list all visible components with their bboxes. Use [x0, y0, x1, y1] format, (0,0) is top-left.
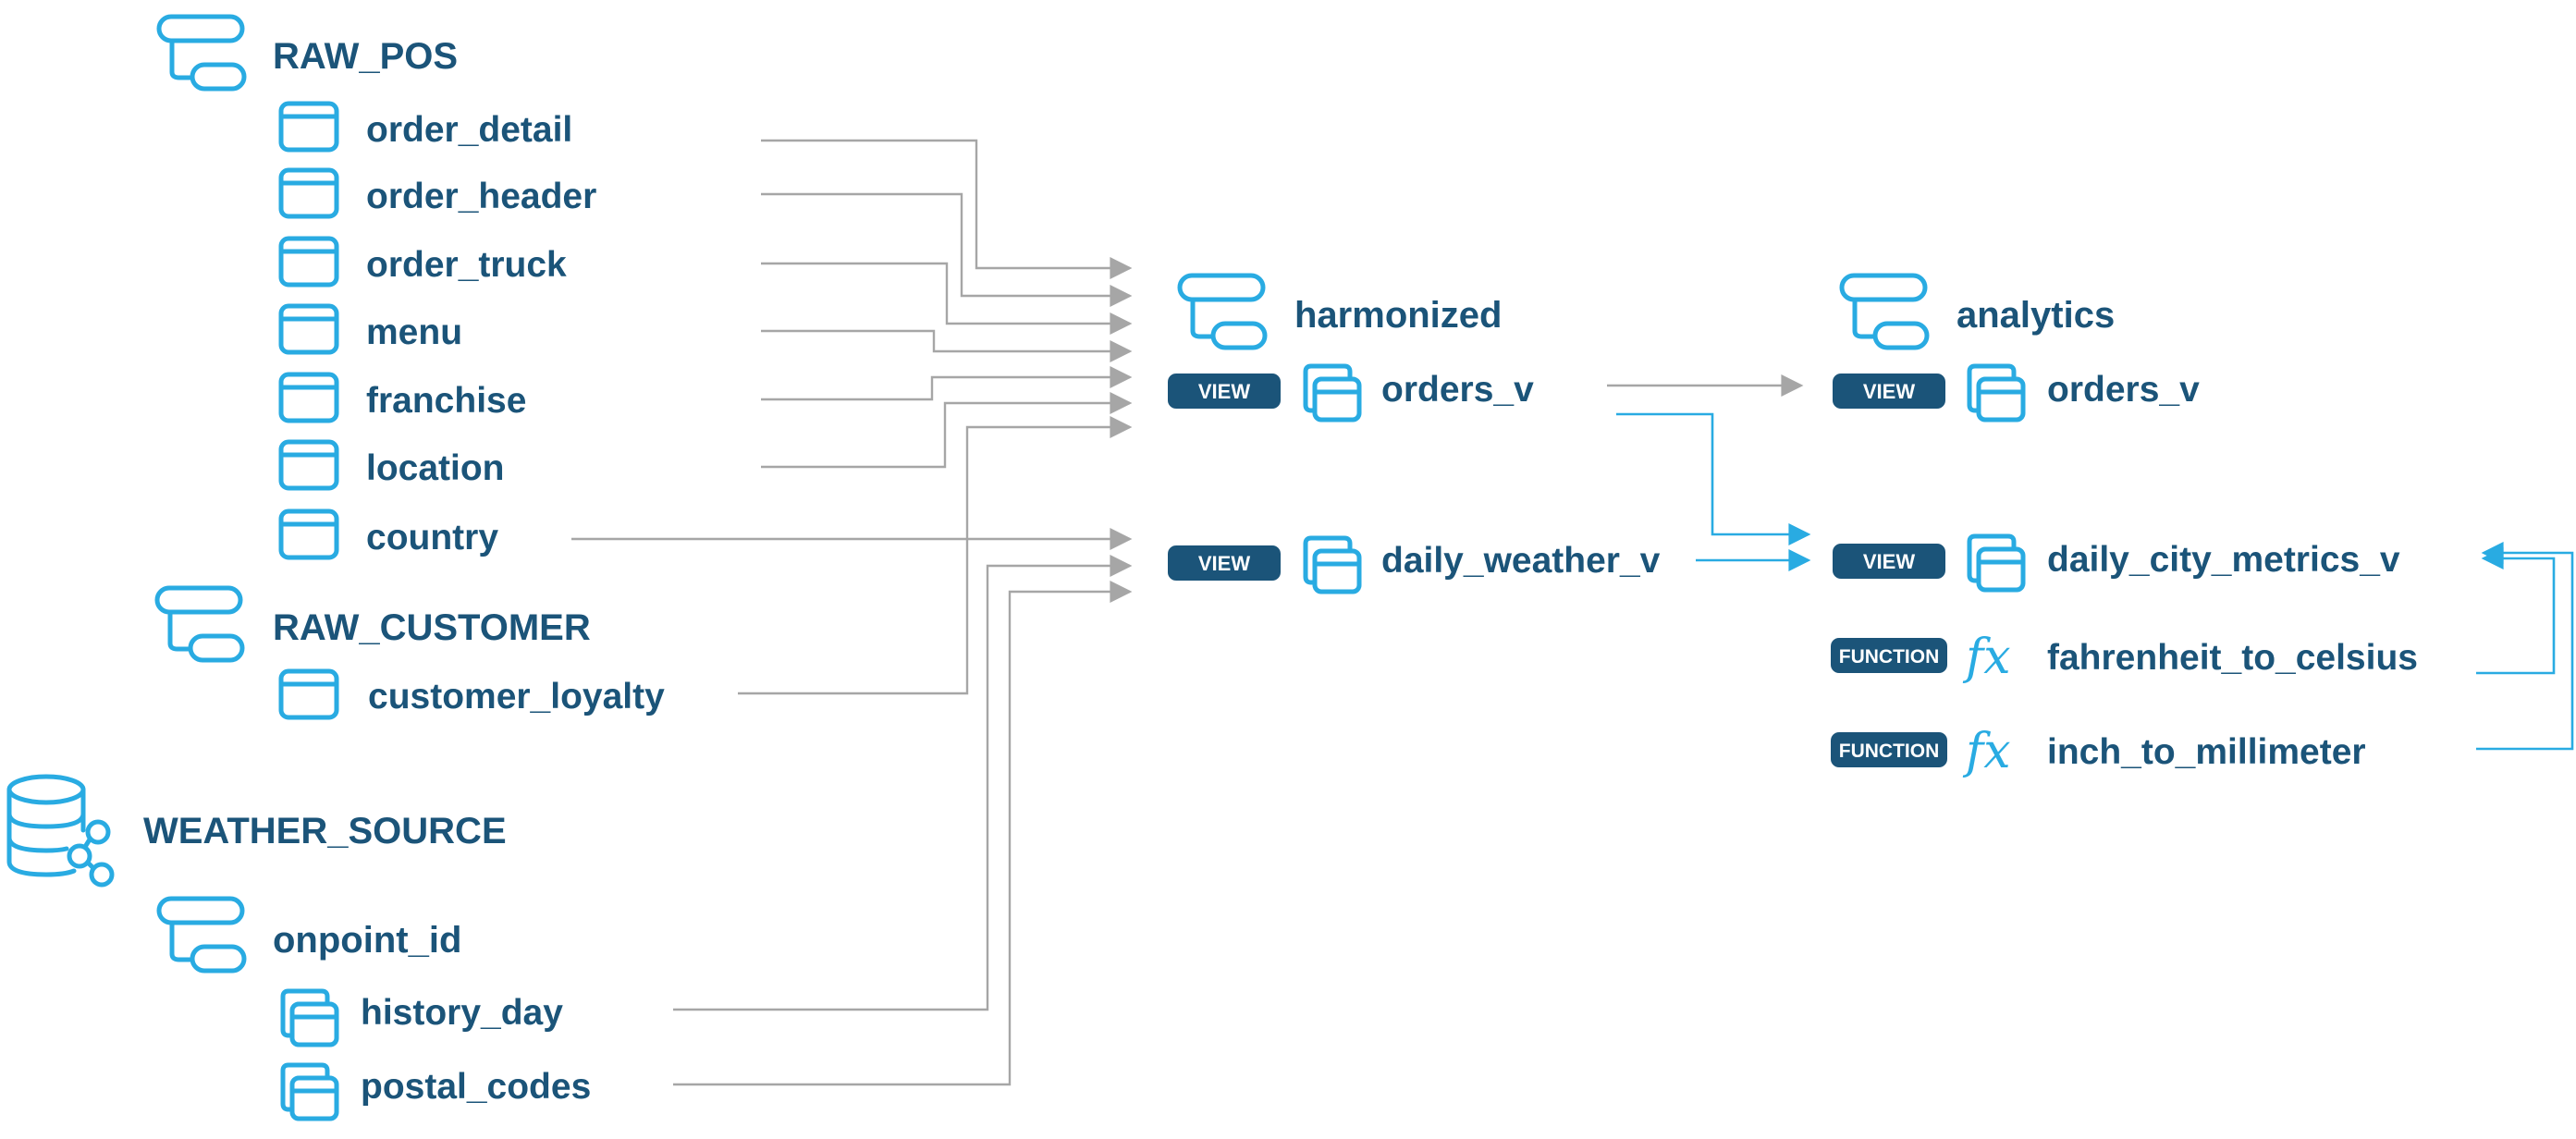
view-icon [1969, 536, 2023, 590]
view-orders-v-harmonized: orders_v [1381, 370, 1534, 410]
link-f2c-to-city-metrics [2476, 547, 2556, 675]
view-icon [283, 991, 337, 1045]
view-badge [1168, 374, 1281, 409]
analytics-group: analytics VIEW orders_v VIEW daily_city_… [1831, 276, 2418, 779]
link-history-day [673, 555, 1133, 1011]
view-icon [1969, 366, 2023, 420]
link-order-header [761, 192, 1133, 307]
schema-icon [157, 588, 242, 660]
function-fahrenheit-to-celsius: fahrenheit_to_celsius [2047, 638, 2418, 678]
link-location [761, 392, 1133, 469]
view-history-day: history_day [361, 993, 563, 1033]
harmonized-title: harmonized [1294, 295, 1502, 336]
function-badge-label: FUNCTION [1839, 741, 1940, 762]
raw-customer-title: RAW_CUSTOMER [273, 607, 591, 648]
table-menu: menu [366, 312, 462, 352]
harmonized-group: harmonized VIEW orders_v VIEW daily_weat… [1168, 276, 1661, 592]
view-badge-label: VIEW [1198, 380, 1250, 403]
table-location: location [366, 448, 505, 488]
view-orders-v-analytics: orders_v [2047, 370, 2200, 410]
link-franchise [761, 366, 1133, 401]
analytics-title: analytics [1957, 295, 2115, 336]
table-icon [281, 306, 337, 352]
view-icon [283, 1065, 337, 1119]
link-menu [761, 329, 1133, 362]
table-icon [281, 511, 337, 557]
weather-source-group: WEATHER_SOURCE onpoint_id history_day po… [9, 777, 591, 1119]
view-badge-label: VIEW [1863, 550, 1915, 573]
database-icon [9, 777, 112, 885]
gray-links [571, 139, 1804, 1086]
function-inch-to-millimeter: inch_to_millimeter [2047, 732, 2366, 772]
view-icon [1306, 366, 1359, 420]
view-daily-city-metrics-v: daily_city_metrics_v [2047, 540, 2400, 580]
schema-icon [1180, 276, 1265, 348]
function-badge [1831, 638, 1947, 673]
view-badge-label: VIEW [1198, 552, 1250, 575]
raw-customer-group: RAW_CUSTOMER customer_loyalty [157, 588, 665, 717]
table-franchise: franchise [366, 381, 526, 421]
link-postal-codes [673, 581, 1133, 1086]
link-inch-to-city-metrics [2476, 542, 2574, 751]
table-order-detail: order_detail [366, 110, 572, 150]
table-order-truck: order_truck [366, 245, 567, 285]
table-customer-loyalty: customer_loyalty [368, 677, 665, 716]
raw-pos-title: RAW_POS [273, 36, 458, 77]
view-badge [1168, 545, 1281, 581]
schema-icon [159, 17, 244, 89]
schema-icon [1842, 276, 1927, 348]
schema-icon [159, 899, 244, 971]
view-daily-weather-v: daily_weather_v [1381, 541, 1661, 581]
view-badge-label: VIEW [1863, 380, 1915, 403]
view-badge [1833, 544, 1945, 579]
blue-links [1616, 412, 2574, 751]
table-icon [281, 442, 337, 488]
link-order-truck [761, 262, 1133, 335]
table-icon [281, 239, 337, 285]
table-order-header: order_header [366, 177, 596, 216]
view-postal-codes: postal_codes [361, 1067, 591, 1107]
link-order-detail [761, 139, 1133, 279]
function-icon: fx [1962, 724, 2011, 779]
weather-source-title: WEATHER_SOURCE [143, 811, 507, 851]
link-customer-loyalty [738, 416, 1133, 695]
table-icon [281, 671, 337, 717]
table-icon [281, 104, 337, 150]
view-badge [1833, 374, 1945, 409]
function-badge-label: FUNCTION [1839, 646, 1940, 667]
table-icon [281, 170, 337, 216]
link-orders-v-to-city-metrics [1616, 412, 1811, 545]
view-icon [1306, 538, 1359, 592]
table-icon [281, 374, 337, 421]
onpoint-id-schema: onpoint_id [273, 920, 461, 961]
function-icon: fx [1962, 630, 2011, 685]
table-country: country [366, 518, 498, 557]
function-badge [1831, 732, 1947, 767]
raw-pos-group: RAW_POS order_detail order_header order_… [159, 17, 596, 557]
